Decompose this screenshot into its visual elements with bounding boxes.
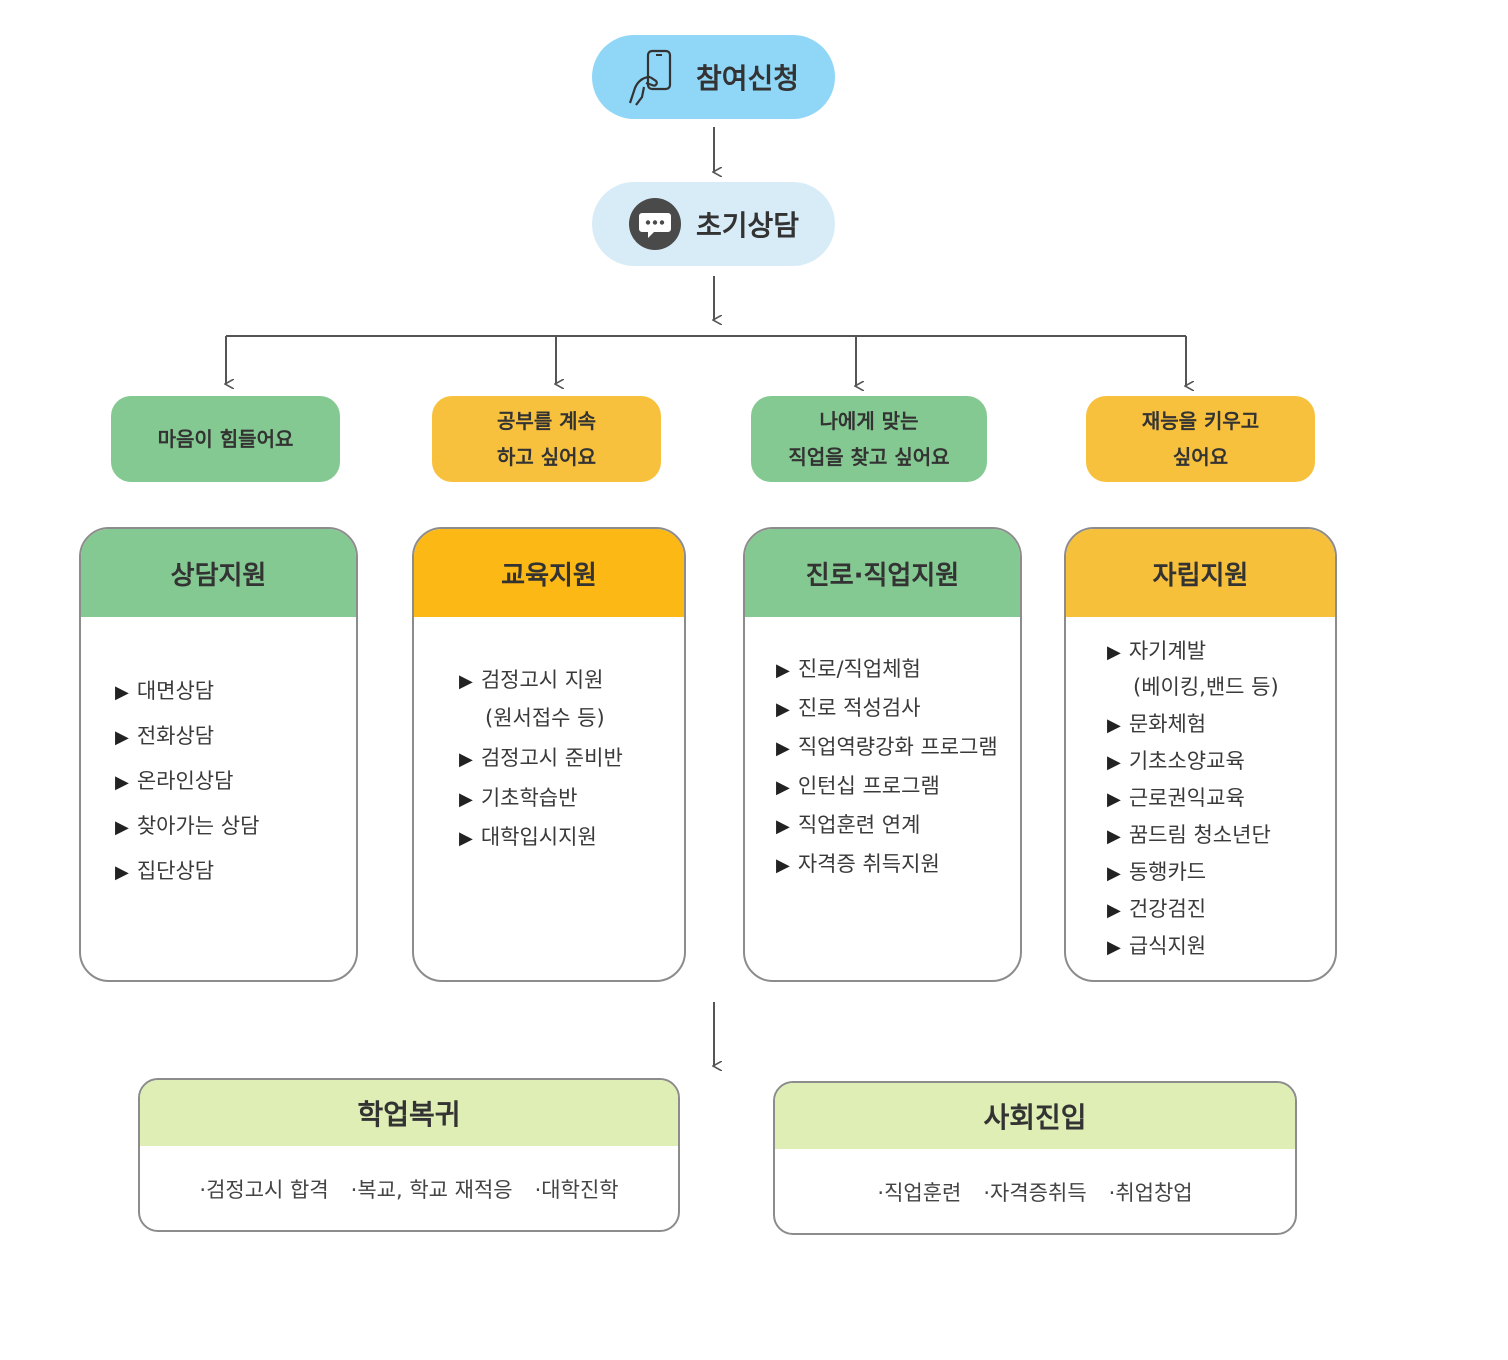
step-apply: 참여신청 bbox=[592, 35, 835, 119]
outcome-social-entry: 사회진입 ·직업훈련 ·자격증취득 ·취업창업 bbox=[773, 1081, 1297, 1235]
outcome-title: 사회진입 bbox=[775, 1083, 1295, 1149]
list-item: ▶대학입시지원 bbox=[459, 825, 597, 849]
list-item: ▶온라인상담 bbox=[115, 769, 234, 793]
need-box-career: 나에게 맞는 직업을 찾고 싶어요 bbox=[751, 396, 987, 482]
list-item: ▶기초소양교육 bbox=[1107, 749, 1245, 773]
need-line: 공부를 계속 bbox=[497, 409, 596, 433]
outcome-items: ·검정고시 합격 ·복교, 학교 재적응 ·대학진학 bbox=[140, 1146, 678, 1230]
outcome-item: ·직업훈련 bbox=[877, 1181, 962, 1205]
support-card-title: 교육지원 bbox=[414, 529, 684, 617]
list-item: ▶직업훈련 연계 bbox=[776, 813, 921, 837]
outcome-title: 학업복귀 bbox=[140, 1080, 678, 1146]
list-item: ▶자격증 취득지원 bbox=[776, 852, 940, 876]
list-item: ▶인턴십 프로그램 bbox=[776, 774, 940, 798]
list-item: ▶근로권익교육 bbox=[1107, 786, 1245, 810]
outcome-items: ·직업훈련 ·자격증취득 ·취업창업 bbox=[775, 1149, 1295, 1233]
outcome-item: ·자격증취득 bbox=[983, 1181, 1087, 1205]
support-list: ▶진로/직업체험 ▶진로 적성검사 ▶직업역량강화 프로그램 ▶인턴십 프로그램… bbox=[776, 653, 998, 887]
support-card-career: 진로·직업지원 ▶진로/직업체험 ▶진로 적성검사 ▶직업역량강화 프로그램 ▶… bbox=[743, 527, 1022, 982]
chat-bubble-icon bbox=[628, 197, 682, 251]
need-box-study: 공부를 계속 하고 싶어요 bbox=[432, 396, 661, 482]
list-item: ▶직업역량강화 프로그램 bbox=[776, 735, 998, 759]
need-box-talent: 재능을 키우고 싶어요 bbox=[1086, 396, 1315, 482]
outcome-school-return: 학업복귀 ·검정고시 합격 ·복교, 학교 재적응 ·대학진학 bbox=[138, 1078, 680, 1232]
outcome-item: ·대학진학 bbox=[534, 1178, 619, 1202]
support-card-title: 상담지원 bbox=[81, 529, 356, 617]
list-item: ▶진로/직업체험 bbox=[776, 657, 921, 681]
need-line: 싶어요 bbox=[1172, 445, 1229, 469]
step-apply-label: 참여신청 bbox=[695, 62, 800, 95]
list-item: ▶동행카드 bbox=[1107, 860, 1207, 884]
list-item: (베이킹,밴드 등) bbox=[1133, 675, 1279, 699]
step-initial-counsel-label: 초기상담 bbox=[695, 209, 800, 242]
need-line: 나에게 맞는 bbox=[819, 409, 919, 433]
list-item: ▶꿈드림 청소년단 bbox=[1107, 823, 1271, 847]
list-item: ▶찾아가는 상담 bbox=[115, 814, 260, 838]
list-item: ▶문화체험 bbox=[1107, 712, 1207, 736]
support-list: ▶검정고시 지원 (원서접수 등) ▶검정고시 준비반 ▶기초학습반 ▶대학입시… bbox=[459, 664, 623, 860]
list-item: ▶자기계발 bbox=[1107, 639, 1207, 663]
support-card-education: 교육지원 ▶검정고시 지원 (원서접수 등) ▶검정고시 준비반 ▶기초학습반 … bbox=[412, 527, 686, 982]
need-line: 재능을 키우고 bbox=[1141, 409, 1260, 433]
need-box-mind: 마음이 힘들어요 bbox=[111, 396, 340, 482]
list-item: ▶급식지원 bbox=[1107, 934, 1207, 958]
outcome-item: ·복교, 학교 재적응 bbox=[350, 1178, 513, 1202]
list-item: ▶검정고시 지원 bbox=[459, 668, 604, 692]
need-line: 직업을 찾고 싶어요 bbox=[788, 445, 950, 469]
list-item: (원서접수 등) bbox=[485, 706, 605, 730]
support-card-independence: 자립지원 ▶자기계발 (베이킹,밴드 등) ▶문화체험 ▶기초소양교육 ▶근로권… bbox=[1064, 527, 1337, 982]
list-item: ▶기초학습반 bbox=[459, 786, 578, 810]
support-list: ▶자기계발 (베이킹,밴드 등) ▶문화체험 ▶기초소양교육 ▶근로권익교육 ▶… bbox=[1107, 635, 1279, 967]
list-item: ▶검정고시 준비반 bbox=[459, 746, 623, 770]
phone-hand-icon bbox=[628, 49, 682, 106]
support-card-title: 진로·직업지원 bbox=[745, 529, 1020, 617]
outcome-item: ·검정고시 합격 bbox=[199, 1178, 329, 1202]
outcome-item: ·취업창업 bbox=[1108, 1181, 1193, 1205]
list-item: ▶건강검진 bbox=[1107, 897, 1207, 921]
need-line: 하고 싶어요 bbox=[497, 445, 596, 469]
list-item: ▶전화상담 bbox=[115, 724, 215, 748]
support-list: ▶대면상담 ▶전화상담 ▶온라인상담 ▶찾아가는 상담 ▶집단상담 bbox=[115, 675, 259, 900]
step-initial-counsel: 초기상담 bbox=[592, 182, 835, 266]
need-line: 마음이 힘들어요 bbox=[157, 427, 294, 451]
support-card-title: 자립지원 bbox=[1066, 529, 1335, 617]
list-item: ▶진로 적성검사 bbox=[776, 696, 921, 720]
list-item: ▶대면상담 bbox=[115, 679, 215, 703]
support-card-counsel: 상담지원 ▶대면상담 ▶전화상담 ▶온라인상담 ▶찾아가는 상담 ▶집단상담 bbox=[79, 527, 358, 982]
list-item: ▶집단상담 bbox=[115, 859, 215, 883]
